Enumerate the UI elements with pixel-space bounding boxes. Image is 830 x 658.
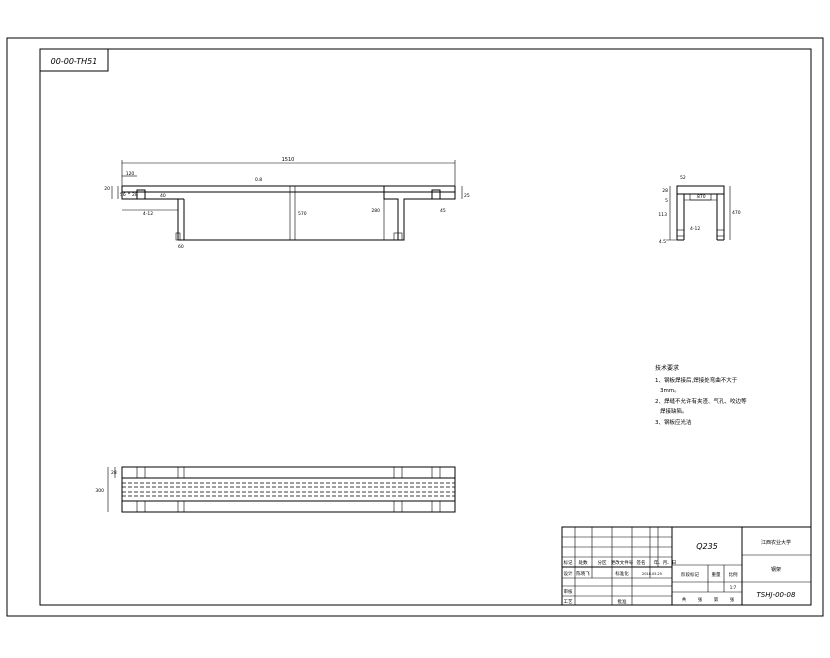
tb-sheet-zhang: 张 [698,596,703,603]
tb-date-val: 2018.05.25 [642,572,662,576]
tb-company: 江西农业大学 [761,539,791,546]
side-view [666,185,731,241]
plan-dim-left-h: 300 [95,488,104,494]
notes-line2: 3mm。 [660,388,680,394]
dim-left-h1: 20 [104,186,110,192]
notes-line1: 1、钢板焊接后,焊接处弯曲不大于 [655,376,738,384]
tb-sheet-total: 共 [682,596,687,603]
side-dim-inner-h: 113 [658,212,667,218]
front-dimensions: 1510 120 20 56 28 4-12 40 60 0.8 570 280… [104,157,470,250]
dim-total-length: 1510 [282,157,295,163]
dim-right-small: 45 [440,208,446,214]
side-dim-mid: 870 [697,194,706,200]
dim-center-h: 570 [298,211,307,217]
dim-right-edge: 25 [464,193,470,199]
side-dim-bottom-left: 4.5 [659,239,666,245]
tb-stage: 阶段标记 [681,571,699,578]
dim-left-depth: 40 [160,193,166,199]
tb-hdr-zone: 分区 [598,559,607,566]
dim-lower-left: 4-12 [143,211,153,217]
tb-part-name: 钢架 [771,566,781,573]
tb-sheet-di: 第 [714,596,719,603]
side-dim-left-mid: 5 [665,198,668,204]
tb-hdr-date: 年、月、日 [654,559,677,566]
dim-roughness: 0.8 [255,177,262,183]
side-dim-bottom-note: 4-12 [690,226,700,232]
tb-hdr-docno: 更改文件号 [611,559,634,566]
inner-frame [39,48,812,606]
tb-designer: 陈晓飞 [576,570,590,577]
tb-scale-val: 1:7 [730,585,737,590]
tb-material: Q235 [696,542,718,551]
tb-hdr-count: 处数 [579,559,588,566]
plan-dim-left-small: 28 [111,470,117,476]
tb-hdr-mark: 标记 [564,559,573,566]
tb-scale: 比例 [729,571,738,578]
technical-notes: 技术要求 1、钢板焊接后,焊接处弯曲不大于 3mm。 2、焊缝不允许有夹渣、气孔… [655,364,747,426]
tb-std: 标准化 [615,570,629,577]
code-box-text: 00-00-TH51 [51,57,98,66]
tb-sheet-zhang2: 张 [730,596,735,603]
notes-line5: 3、钢板应光洁 [655,418,692,426]
notes-line3: 2、焊缝不允许有夹渣、气孔、咬边等 [655,397,747,405]
dim-left-small: 28 [132,192,138,198]
tb-design: 设计 [564,570,573,577]
tb-approve: 批准 [618,598,627,605]
tb-weight: 重量 [712,571,721,578]
dim-right-h: 280 [371,208,380,214]
outer-frame [6,37,824,617]
code-box [39,48,109,72]
dim-left-small2: 60 [178,244,184,250]
notes-line4: 焊接缺陷。 [660,407,688,415]
tb-review: 审核 [564,588,573,595]
tb-drawing-no: TSHJ-00-08 [757,591,796,599]
tb-process: 工艺 [564,599,573,605]
side-dim-overall-h: 470 [732,210,741,216]
dim-top-left: 120 [126,171,135,177]
plan-view [107,466,456,513]
notes-title: 技术要求 [655,364,679,372]
front-view [121,185,456,241]
dim-left-h2: 56 [120,192,126,198]
side-dim-left-top: 28 [662,188,668,194]
tb-hdr-sign: 签名 [637,559,646,566]
title-block [561,526,812,606]
side-dim-top-w: 52 [680,175,686,181]
